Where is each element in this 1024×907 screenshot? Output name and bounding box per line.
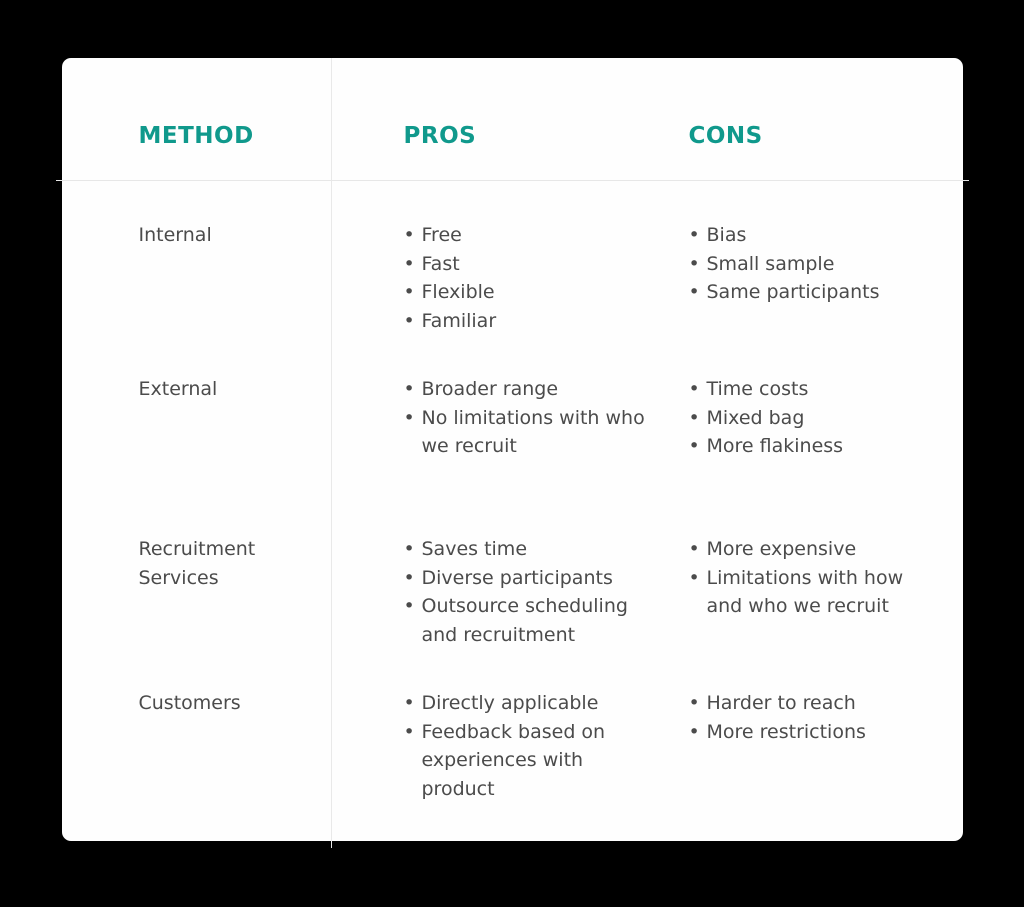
method-label: External xyxy=(138,378,218,400)
pros-bullet-item: Feedback based on experiences with produ… xyxy=(404,718,651,804)
table-row: Recruitment Services Saves timeDiverse pa… xyxy=(62,535,963,689)
cons-bullet-item: More flakiness xyxy=(689,432,931,461)
column-header-method: METHOD xyxy=(138,123,254,149)
pros-bullet-item: Fast xyxy=(404,250,651,279)
cons-bullet-item: More restrictions xyxy=(689,718,931,747)
pros-bullet-item: Flexible xyxy=(404,278,651,307)
table-rows: Internal FreeFastFlexibleFamiliar BiasSmal… xyxy=(62,180,963,839)
pros-list: Directly applicableFeedback based on exp… xyxy=(404,689,651,803)
cons-list: Time costsMixed bagMore flakiness xyxy=(689,375,931,461)
pros-list: Broader rangeNo limitations with who we … xyxy=(404,375,651,461)
pros-bullet-item: Directly applicable xyxy=(404,689,651,718)
pros-bullet-item: Saves time xyxy=(404,535,651,564)
cons-bullet-item: Same participants xyxy=(689,278,931,307)
table-row: Internal FreeFastFlexibleFamiliar BiasSmal… xyxy=(62,221,963,375)
pros-list: Saves timeDiverse participantsOutsource … xyxy=(404,535,651,649)
pros-list: FreeFastFlexibleFamiliar xyxy=(404,221,651,335)
method-label: Internal xyxy=(138,224,212,246)
method-label: Customers xyxy=(138,692,241,714)
table-row: Customers Directly applicableFeedback bas… xyxy=(62,689,963,839)
column-divider xyxy=(330,58,332,848)
pros-bullet-item: Familiar xyxy=(404,307,651,336)
pros-bullet-item: Free xyxy=(404,221,651,250)
method-label: Recruitment Services xyxy=(138,538,256,589)
cons-list: BiasSmall sampleSame participants xyxy=(689,221,931,307)
column-header-cons: CONS xyxy=(688,123,763,149)
cons-bullet-item: More expensive xyxy=(689,535,931,564)
cons-bullet-item: Limitations with how and who we recruit xyxy=(689,564,931,621)
column-header-pros: PROS xyxy=(403,123,477,149)
pros-bullet-item: Broader range xyxy=(404,375,651,404)
cons-bullet-item: Time costs xyxy=(689,375,931,404)
cons-list: More expensiveLimitations with how and w… xyxy=(689,535,931,621)
header-divider xyxy=(55,180,969,181)
table-header-row: METHOD PROS CONS xyxy=(62,58,963,180)
cons-bullet-item: Harder to reach xyxy=(689,689,931,718)
cons-bullet-item: Mixed bag xyxy=(689,404,931,433)
pros-cons-table-card: METHOD PROS CONS Internal FreeFastFlexibl… xyxy=(55,58,969,848)
pros-bullet-item: No limitations with who we recruit xyxy=(404,404,651,461)
pros-bullet-item: Outsource scheduling and recruitment xyxy=(404,592,651,649)
pros-bullet-item: Diverse participants xyxy=(404,564,651,593)
cons-bullet-item: Small sample xyxy=(689,250,931,279)
table-row: External Broader rangeNo limitations with… xyxy=(62,375,963,535)
cons-list: Harder to reachMore restrictions xyxy=(689,689,931,746)
cons-bullet-item: Bias xyxy=(689,221,931,250)
